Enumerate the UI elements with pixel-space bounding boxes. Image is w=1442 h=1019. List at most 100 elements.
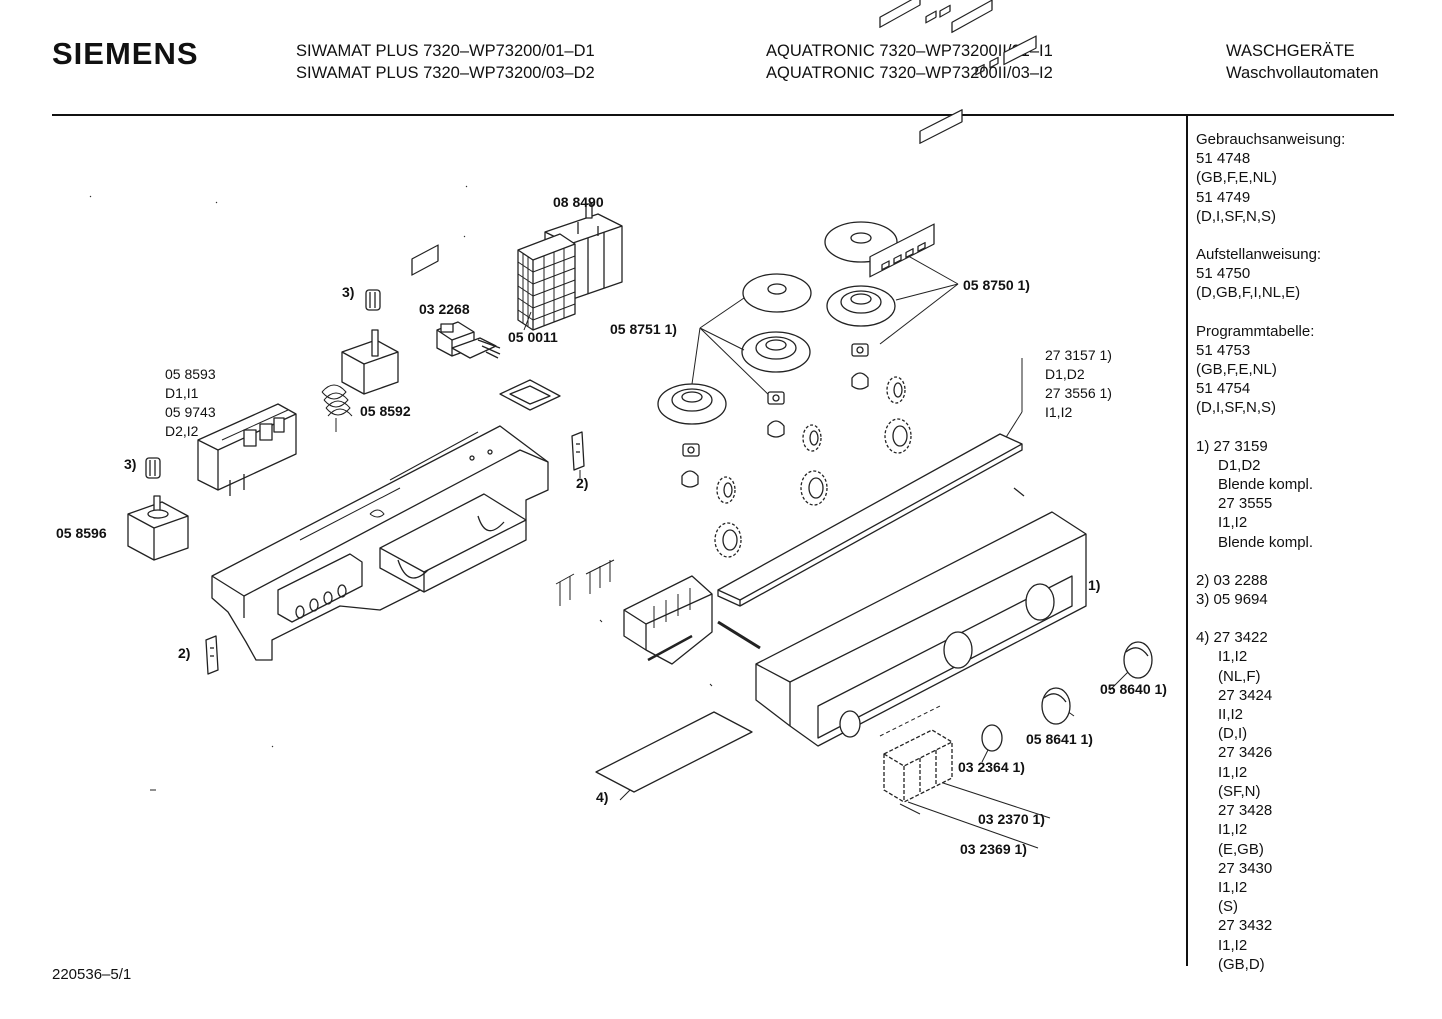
note-head: 4) 27 3422	[1196, 629, 1268, 647]
note-line: 27 3428	[1218, 802, 1273, 820]
model-line: AQUATRONIC 7320–WP73200II/03–I2	[766, 64, 1053, 82]
label-ref-1: 1)	[1088, 577, 1100, 593]
sidebar-line: (D,GB,F,I,NL,E)	[1196, 284, 1301, 302]
sidebar-line: 51 4748	[1196, 150, 1251, 168]
front-fascia-part	[755, 35, 1087, 747]
clip-icon	[851, 372, 869, 390]
sidebar-line: 51 4749	[1196, 188, 1251, 206]
category-title: WASCHGERÄTE Waschvollautomaten	[1226, 40, 1379, 84]
label-line: 27 3157 1)	[1045, 347, 1112, 363]
spacer	[1196, 609, 1345, 628]
note-line: I1,I2	[1218, 821, 1248, 839]
note-line: (GB,D)	[1218, 955, 1265, 973]
label-line: 05 9743	[165, 404, 216, 420]
gear-icon	[802, 424, 822, 452]
sidebar-line: 51 4753	[1196, 341, 1251, 359]
selector-switch-part	[127, 495, 189, 561]
disc-caps	[657, 221, 898, 425]
note-line: 27 3430	[1218, 859, 1273, 877]
spacer	[1196, 418, 1345, 437]
category-line: WASCHGERÄTE	[1226, 42, 1355, 60]
note-head: 3) 05 9694	[1196, 591, 1268, 609]
nut-icon	[682, 443, 700, 457]
header-divider	[52, 114, 1394, 116]
label-ref-2b: 2)	[576, 475, 588, 491]
doc-group-programm: Programmtabelle: 51 4753 (GB,F,E,NL) 51 …	[1196, 322, 1345, 418]
label-line: D2,I2	[165, 423, 199, 439]
clip-icon	[681, 470, 699, 488]
exploded-parts-diagram: 08 8490 05 0011 03 2268 3) 3) 2) 2) 1) 4…	[56, 0, 1167, 857]
sidebar-notes: Gebrauchsanweisung: 51 4748 (GB,F,E,NL) …	[1196, 130, 1345, 974]
label-050011: 05 0011	[508, 329, 558, 345]
note-line: I1,I2	[1218, 648, 1248, 666]
chassis-frame	[211, 244, 549, 661]
note-2: 2) 03 2288	[1196, 571, 1345, 590]
model-line: SIWAMAT PLUS 7320–WP73200/03–D2	[296, 64, 595, 82]
connector-part-3b	[145, 457, 161, 479]
connector-032268	[436, 321, 501, 359]
sidebar-line: Gebrauchsanweisung:	[1196, 131, 1346, 148]
category-line: Waschvollautomaten	[1226, 64, 1379, 82]
sidebar-line: (D,I,SF,N,S)	[1196, 399, 1277, 417]
note-line: I1,I2	[1218, 878, 1248, 896]
note-line: D1,D2	[1218, 456, 1261, 474]
sidebar-line: 51 4754	[1196, 380, 1251, 398]
clip-part-2	[205, 635, 219, 675]
note-4: 4) 27 3422 I1,I2 (NL,F) 27 3424 II,I2 (D…	[1196, 628, 1345, 974]
note-line: Blende kompl.	[1218, 476, 1314, 494]
note-line: 27 3424	[1218, 686, 1273, 704]
note-3: 3) 05 9694	[1196, 590, 1345, 609]
gear-icon	[716, 476, 736, 504]
label-032364: 03 2364 1)	[958, 759, 1025, 775]
note-line: I1,I2	[1218, 763, 1248, 781]
model-line: AQUATRONIC 7320–WP73200II/01–I1	[766, 42, 1053, 60]
nut-icon	[851, 343, 869, 357]
rod-part	[717, 620, 761, 650]
note-line: 27 3426	[1218, 744, 1273, 762]
label-line: 27 3556 1)	[1045, 385, 1112, 401]
document-number: 220536–5/1	[52, 966, 132, 983]
switch-modules	[879, 705, 953, 815]
label-ref-3b: 3)	[124, 456, 136, 472]
sidebar-line: Aufstellanweisung:	[1196, 246, 1322, 264]
label-line: D1,D2	[1045, 366, 1085, 382]
label-ref-4: 4)	[596, 789, 608, 805]
label-line: I1,I2	[1045, 404, 1072, 420]
gasket-part	[499, 379, 561, 411]
note-line: II,I2	[1218, 706, 1244, 724]
knob-icon	[1041, 687, 1071, 725]
spring-clips	[555, 559, 615, 606]
circuit-board-part	[197, 403, 297, 496]
clip-part-2b	[571, 431, 585, 471]
doc-group-aufstell: Aufstellanweisung: 51 4750 (D,GB,F,I,NL,…	[1196, 245, 1345, 303]
nut-icon	[767, 391, 785, 405]
note-line: 27 3432	[1218, 917, 1273, 935]
spacer	[1196, 226, 1345, 245]
specks	[89, 185, 713, 791]
model-aquatronic: AQUATRONIC 7320–WP73200II/01–I1 AQUATRON…	[766, 40, 1053, 84]
note-line: I1,I2	[1218, 936, 1248, 954]
label-line: D1,I1	[165, 385, 199, 401]
model-siwamat: SIWAMAT PLUS 7320–WP73200/01–D1 SIWAMAT …	[296, 40, 595, 84]
label-032369: 03 2369 1)	[960, 841, 1027, 857]
label-058640: 05 8640 1)	[1100, 681, 1167, 697]
label-058641: 05 8641 1)	[1026, 731, 1093, 747]
label-group-strip: 27 3157 1) D1,D2 27 3556 1) I1,I2	[1045, 347, 1112, 420]
model-line: SIWAMAT PLUS 7320–WP73200/01–D1	[296, 42, 595, 60]
label-sheet-part	[595, 711, 753, 793]
filter-block-part	[517, 233, 576, 331]
gear-icon	[714, 522, 742, 558]
sidebar-line: (GB,F,E,NL)	[1196, 169, 1277, 187]
note-line: I1,I2	[1218, 514, 1248, 532]
sidebar-divider	[1186, 116, 1188, 966]
disc-cap	[657, 383, 727, 425]
leader-lines	[579, 247, 1131, 849]
sidebar-line: 51 4750	[1196, 265, 1251, 283]
sidebar-line: (D,I,SF,N,S)	[1196, 207, 1277, 225]
spacer	[1196, 303, 1345, 322]
disc-cap	[742, 273, 812, 313]
disc-cap	[826, 285, 896, 327]
label-058750: 05 8750 1)	[963, 277, 1030, 293]
bracket-part	[623, 575, 713, 665]
panel-strip-part	[717, 0, 1025, 607]
